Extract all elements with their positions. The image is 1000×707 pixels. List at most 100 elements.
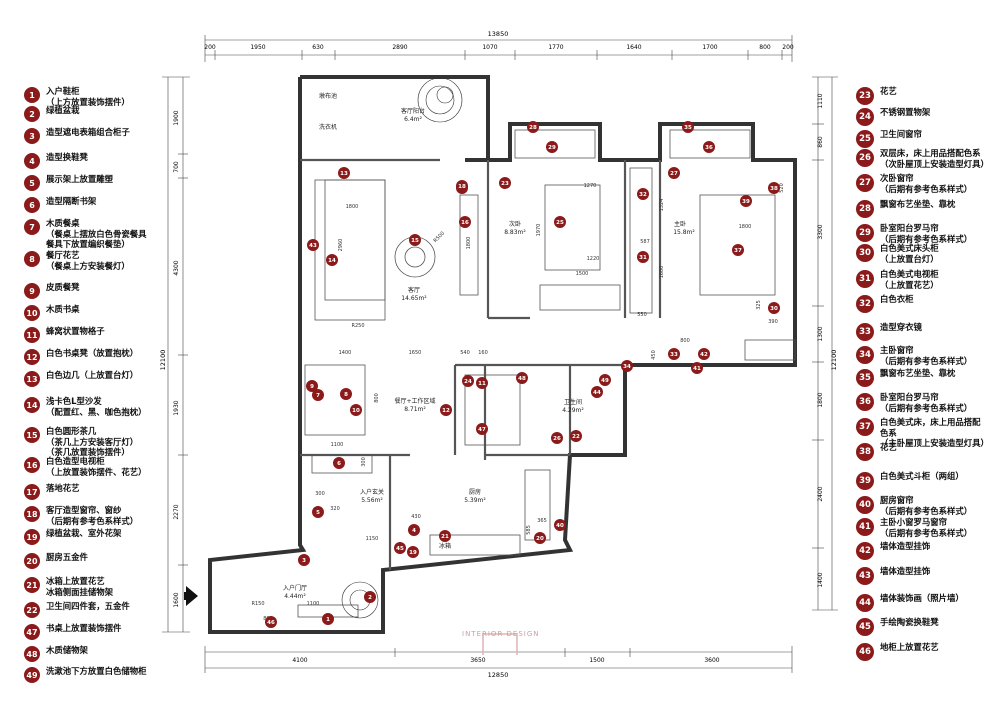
legend-number-badge: 2 bbox=[24, 106, 40, 122]
plan-marker-25: 25 bbox=[554, 216, 566, 228]
inner-dim: 390 bbox=[768, 319, 778, 325]
left-seg-3: 1930 bbox=[173, 400, 180, 415]
legend-number-badge: 22 bbox=[24, 602, 40, 618]
top-total-dim: 13850 bbox=[488, 30, 509, 38]
legend-number-badge: 29 bbox=[856, 224, 874, 242]
top-seg-3: 2890 bbox=[392, 44, 407, 51]
top-seg-4: 1070 bbox=[482, 44, 497, 51]
plan-marker-15: 15 bbox=[409, 234, 421, 246]
plan-marker-circle bbox=[570, 430, 582, 442]
bottom-seg-1: 3650 bbox=[470, 657, 485, 664]
right-seg-6: 1400 bbox=[817, 572, 824, 587]
legend-number-badge: 12 bbox=[24, 349, 40, 365]
legend-right-item-31: 31 白色美式电视柜 （上放置花艺） bbox=[856, 269, 939, 290]
left-segment-labels: 1900 700 4300 1930 2270 1600 bbox=[173, 110, 180, 607]
right-seg-0: 1110 bbox=[817, 93, 824, 108]
plan-marker-41: 41 bbox=[691, 362, 703, 374]
legend-number-badge: 18 bbox=[24, 506, 40, 522]
legend-label: 花艺 bbox=[880, 442, 897, 452]
room-area-living: 14.65m² bbox=[401, 295, 427, 302]
plan-marker-circle bbox=[326, 254, 338, 266]
inner-dim: 1100 bbox=[331, 442, 344, 448]
legend-number-badge: 41 bbox=[856, 518, 874, 536]
legend-number-badge: 42 bbox=[856, 542, 874, 560]
bottom-seg-0: 4100 bbox=[292, 657, 307, 664]
plan-marker-36: 36 bbox=[703, 141, 715, 153]
legend-number-badge: 27 bbox=[856, 174, 874, 192]
plan-marker-circle bbox=[768, 302, 780, 314]
legend-label: 展示架上放置雕塑 bbox=[46, 174, 113, 184]
inner-dim: 1970 bbox=[536, 224, 542, 237]
plan-marker-6: 6 bbox=[333, 457, 345, 469]
inner-dim: 550 bbox=[637, 312, 647, 318]
plan-marker-number: 45 bbox=[396, 546, 404, 552]
inner-dimensions: 1800 2960 R500 R250 1400 1650 540 160 80… bbox=[251, 183, 785, 622]
legend-number-badge: 47 bbox=[24, 624, 40, 640]
inner-dim: 1800 bbox=[466, 237, 472, 250]
plan-marker-8: 8 bbox=[340, 388, 352, 400]
left-seg-5: 1600 bbox=[173, 592, 180, 607]
entrance-arrow-stem-icon bbox=[184, 592, 190, 600]
watermark-text: INTERIOR DESIGN bbox=[462, 630, 540, 638]
inner-dim: 1650 bbox=[409, 350, 422, 356]
plan-marker-number: 8 bbox=[344, 392, 348, 398]
room-name-balcony: 客厅阳台 bbox=[401, 107, 425, 115]
legend-number-badge: 14 bbox=[24, 397, 40, 413]
inner-dim: 2960 bbox=[338, 239, 344, 252]
legend-number-badge: 5 bbox=[24, 175, 40, 191]
plan-marker-number: 48 bbox=[518, 376, 526, 382]
inner-dim: R150 bbox=[251, 601, 264, 607]
plan-marker-14: 14 bbox=[326, 254, 338, 266]
legend-label: 蜂窝状置物格子 bbox=[46, 326, 105, 336]
plan-marker-circle bbox=[740, 195, 752, 207]
legend-number-badge: 9 bbox=[24, 283, 40, 299]
left-seg-2: 4300 bbox=[173, 260, 180, 275]
legend-label: 飘窗布艺坐垫、靠枕 bbox=[880, 368, 956, 378]
plan-marker-21: 21 bbox=[439, 530, 451, 542]
plan-marker-number: 14 bbox=[328, 258, 336, 264]
plan-marker-9: 9 bbox=[306, 380, 318, 392]
plan-marker-circle bbox=[298, 554, 310, 566]
plan-marker-number: 25 bbox=[556, 220, 564, 226]
legend-number-badge: 15 bbox=[24, 427, 40, 443]
plan-marker-26: 26 bbox=[551, 432, 563, 444]
room-area-dining: 8.71m² bbox=[404, 406, 426, 413]
legend-number-badge: 26 bbox=[856, 149, 874, 167]
plan-marker-circle bbox=[407, 546, 419, 558]
legend-number-badge: 4 bbox=[24, 153, 40, 169]
plan-marker-circle bbox=[554, 519, 566, 531]
right-seg-2: 3300 bbox=[817, 224, 824, 239]
plan-marker-number: 20 bbox=[536, 536, 544, 542]
legend-label: 浅卡色L型沙发 （配置红、黑、咖色抱枕） bbox=[46, 396, 147, 417]
plan-marker-number: 39 bbox=[742, 199, 750, 205]
plan-marker-circle bbox=[703, 141, 715, 153]
legend-number-badge: 31 bbox=[856, 270, 874, 288]
right-seg-4: 1800 bbox=[817, 392, 824, 407]
legend-label: 白色美式电视柜 （上放置花艺） bbox=[880, 269, 939, 290]
plan-marker-44: 44 bbox=[591, 386, 603, 398]
legend-number-badge: 49 bbox=[24, 667, 40, 683]
plan-marker-number: 30 bbox=[770, 306, 778, 312]
legend-label: 不锈钢置物架 bbox=[880, 107, 931, 117]
plan-marker-number: 27 bbox=[670, 171, 678, 177]
plan-marker-number: 21 bbox=[441, 534, 449, 540]
plan-marker-28: 28 bbox=[527, 121, 539, 133]
plan-marker-circle bbox=[394, 542, 406, 554]
legend-label: 厨房窗帘 （后期有参考色系样式） bbox=[880, 495, 973, 516]
plan-marker-11: 11 bbox=[476, 377, 488, 389]
legend-left-item-14: 14 浅卡色L型沙发 （配置红、黑、咖色抱枕） bbox=[24, 396, 147, 417]
legend-number-badge: 30 bbox=[856, 244, 874, 262]
plan-marker-circle bbox=[312, 506, 324, 518]
